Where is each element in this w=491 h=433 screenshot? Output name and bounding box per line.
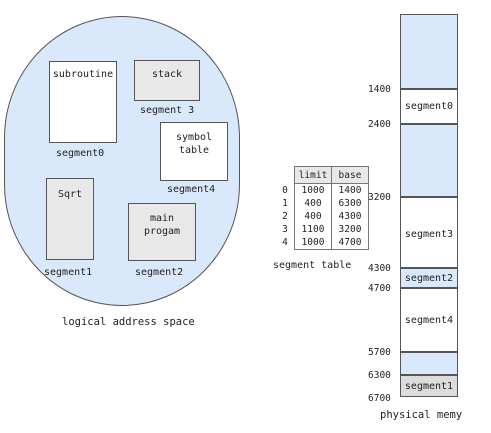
- physical-segment0-label: segment0: [404, 101, 454, 112]
- table-row: 0 1000 1400: [276, 183, 369, 197]
- physical-segment2: segment2: [400, 268, 458, 288]
- segment3-label: segment 3: [140, 105, 195, 116]
- limit-cell: 1000: [294, 236, 332, 250]
- sqrt-text: Sqrt: [57, 189, 83, 200]
- physical-segment2-label: segment2: [404, 273, 454, 284]
- address-label: 1400: [368, 84, 391, 95]
- table-row: 4 1000 4700: [276, 236, 369, 250]
- main-program-text: main progam: [143, 213, 181, 237]
- physical-segment3-label: segment3: [404, 229, 454, 240]
- segment-table: limit base 0 1000 1400 1 400 6300 2 400 …: [276, 166, 369, 250]
- stack-text: stack: [151, 69, 183, 80]
- row-index: 1: [282, 198, 288, 209]
- base-cell: 6300: [331, 197, 369, 210]
- base-cell: 1400: [331, 183, 369, 197]
- limit-cell: 400: [294, 210, 332, 223]
- row-index: 4: [282, 237, 288, 249]
- physical-memory-free-block: [400, 124, 458, 197]
- physical-segment1: segment1: [400, 375, 458, 397]
- table-row: 3 1100 3200: [276, 223, 369, 236]
- segment1-label: segment1: [44, 267, 93, 278]
- physical-segment3: segment3: [400, 197, 458, 268]
- base-cell: 4700: [331, 236, 369, 250]
- segment-table-caption: segment table: [273, 260, 352, 271]
- physical-segment0: segment0: [400, 89, 458, 124]
- physical-segment4: segment4: [400, 288, 458, 352]
- physical-memory-caption: physical memy: [380, 409, 463, 421]
- segment0-label: segment0: [56, 148, 105, 159]
- address-label: 2400: [368, 119, 391, 130]
- segment-table-corner: [276, 167, 295, 184]
- subroutine-text: subroutine: [52, 69, 114, 80]
- logical-address-space-caption: logical address space: [62, 316, 195, 328]
- address-label: 3200: [368, 192, 391, 203]
- address-label: 6700: [368, 393, 391, 404]
- row-index: 0: [282, 184, 288, 196]
- segment4-label: segment4: [167, 184, 216, 195]
- limit-cell: 400: [294, 197, 332, 210]
- symbol-table-text: symbol table: [175, 132, 213, 156]
- limit-header: limit: [294, 166, 332, 184]
- address-label: 5700: [368, 347, 391, 358]
- physical-memory-free-block: [400, 352, 458, 375]
- base-header: base: [331, 166, 369, 184]
- physical-memory-free-block: [400, 14, 458, 89]
- address-label: 6300: [368, 370, 391, 381]
- stack-box: stack: [134, 60, 200, 101]
- segment2-label: segment2: [135, 267, 184, 278]
- physical-segment4-label: segment4: [404, 315, 454, 326]
- base-cell: 4300: [331, 210, 369, 223]
- table-row: 2 400 4300: [276, 210, 369, 223]
- address-label: 4300: [368, 263, 391, 274]
- address-label: 4700: [368, 283, 391, 294]
- table-row: 1 400 6300: [276, 197, 369, 210]
- row-index: 3: [282, 224, 288, 235]
- main-program-box: main progam: [128, 203, 196, 261]
- symbol-table-box: symbol table: [160, 122, 228, 181]
- physical-segment1-label: segment1: [404, 381, 454, 392]
- base-cell: 3200: [331, 223, 369, 236]
- subroutine-box: subroutine: [49, 61, 117, 143]
- limit-cell: 1100: [294, 223, 332, 236]
- row-index: 2: [282, 211, 288, 222]
- sqrt-box: Sqrt: [46, 178, 94, 260]
- limit-cell: 1000: [294, 183, 332, 197]
